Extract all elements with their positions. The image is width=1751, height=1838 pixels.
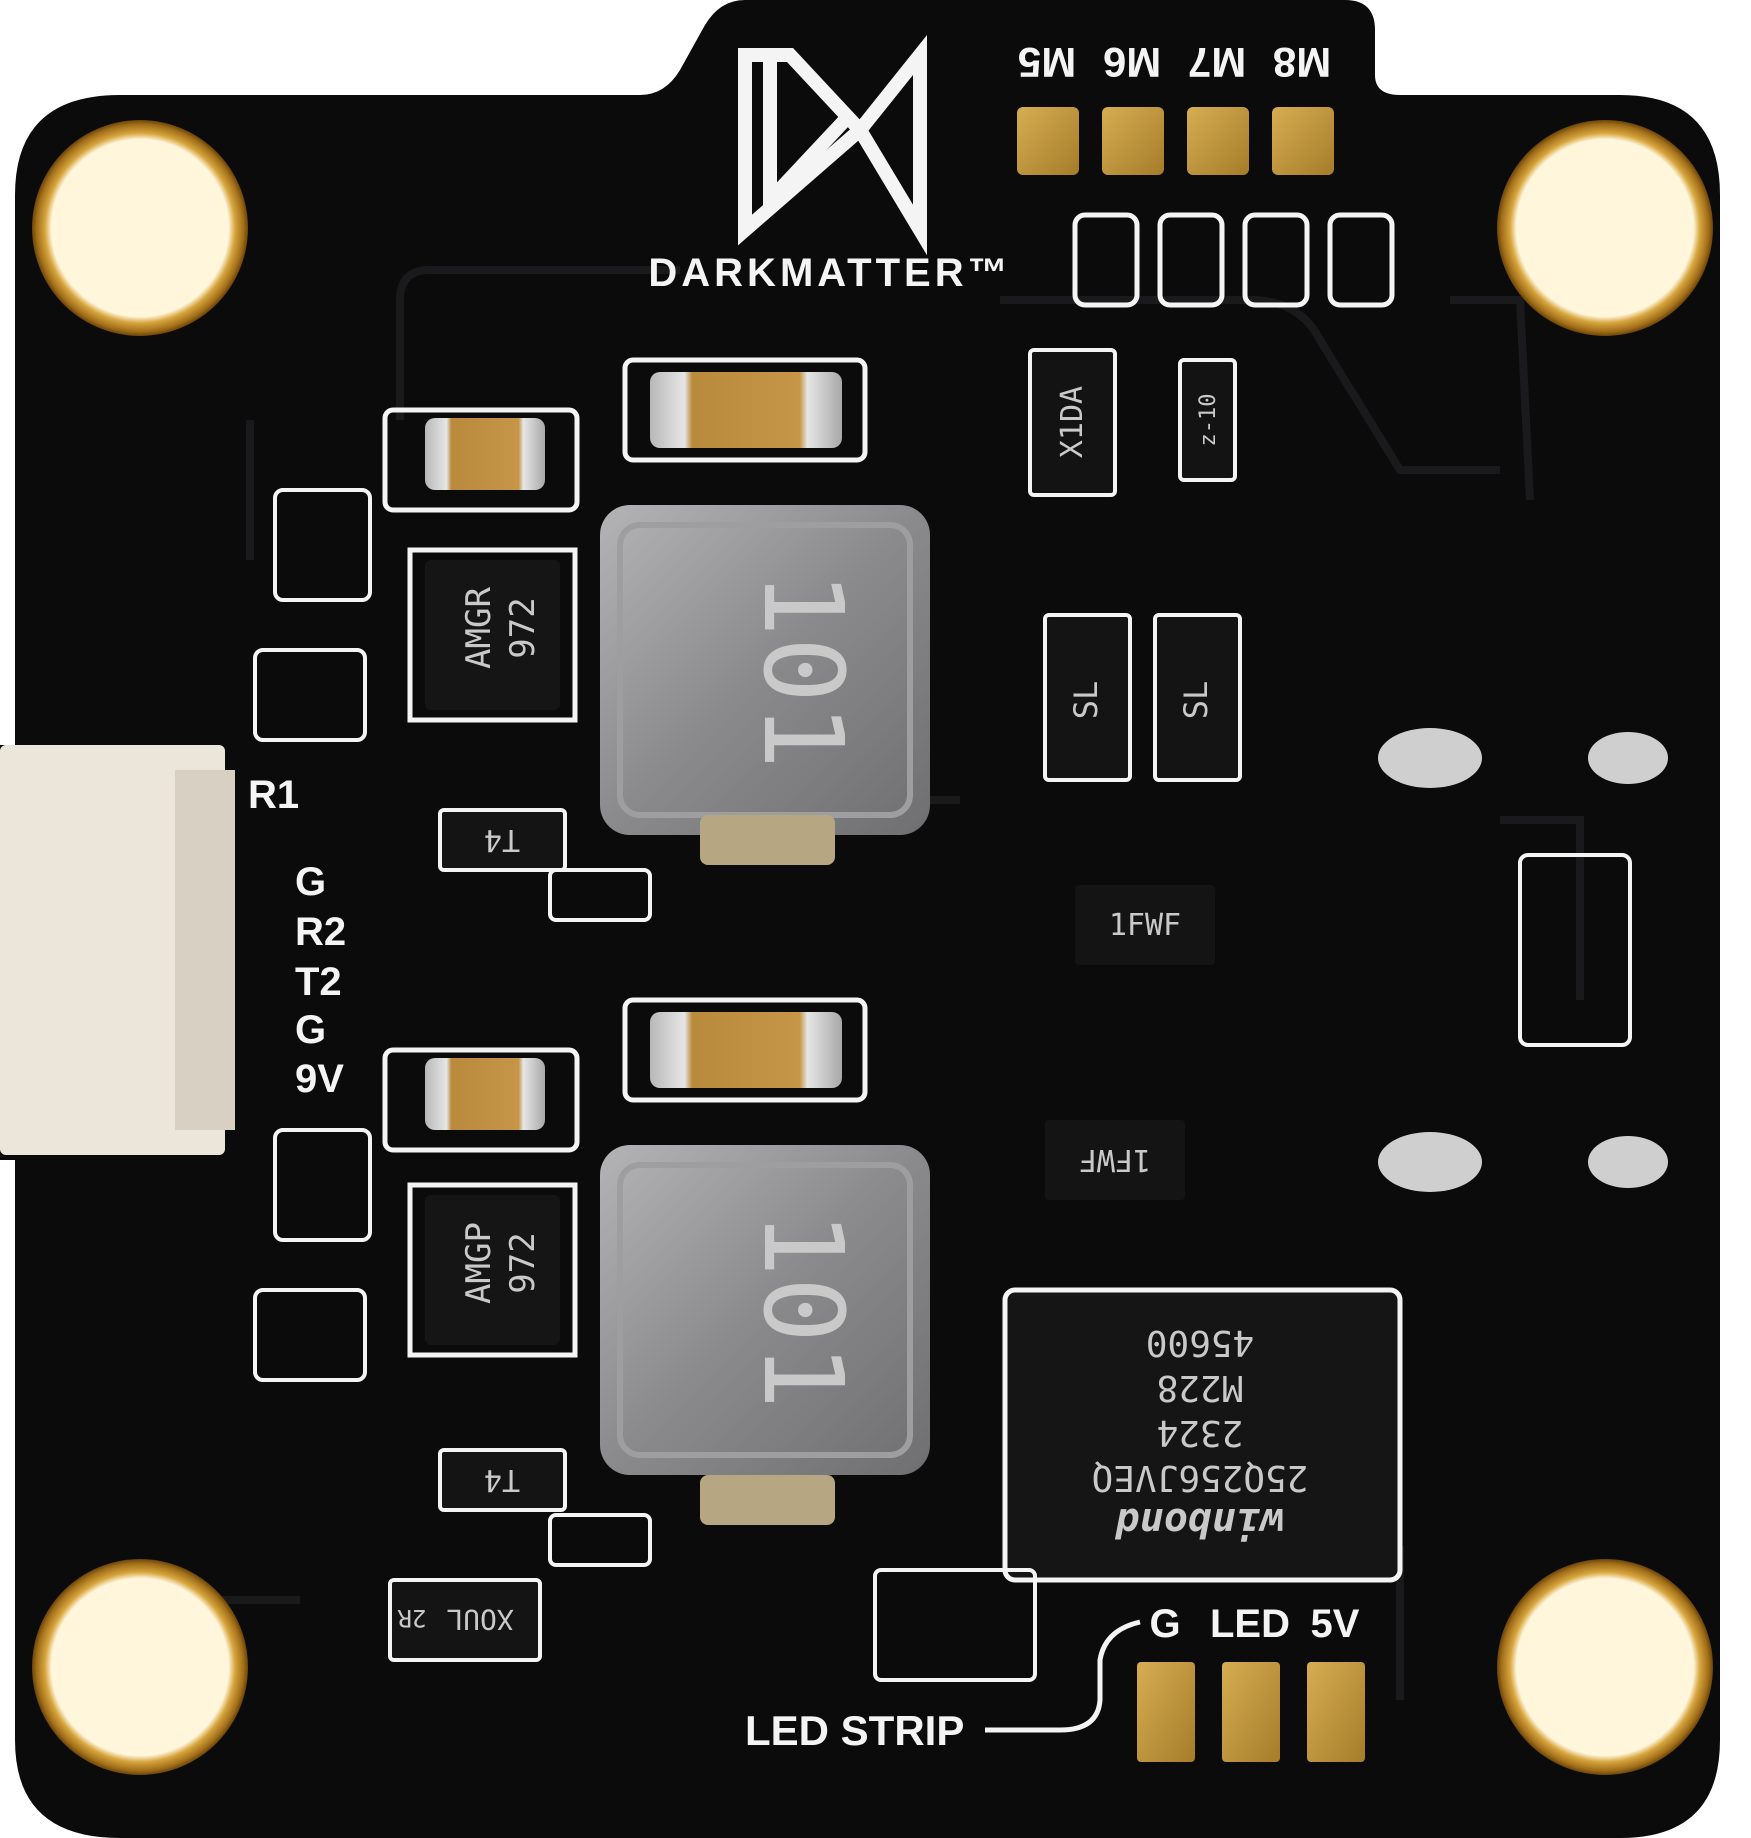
diode-right-marking: SL: [1177, 681, 1215, 720]
motor-pad-m8[interactable]: [1272, 107, 1334, 175]
jst-connector[interactable]: [0, 745, 235, 1155]
diode-left-marking: SL: [1067, 681, 1105, 720]
xoul-line2: 2R: [397, 1604, 426, 1632]
pin-label-r1: R1: [248, 773, 299, 817]
mount-hole-bottom-right: [1497, 1559, 1713, 1775]
pad-bottom-left[interactable]: [1378, 1132, 1482, 1192]
sot-top-right: X1DA z-10: [1028, 348, 1237, 497]
misc-smd-parts: [253, 488, 1632, 1682]
power-pads: [1378, 728, 1668, 1192]
mount-hole-top-right: [1497, 120, 1713, 336]
bottom-capacitors: [382, 997, 868, 1153]
pin-label-9v: 9V: [295, 1057, 344, 1101]
regulator-top-line1: AMGR: [459, 587, 499, 669]
mount-hole-top-left: [32, 120, 248, 336]
mount-hole-bottom-left: [32, 1559, 248, 1775]
regulator-bottom: AMGP 972: [407, 1182, 578, 1358]
pin-label-g2: G: [295, 1008, 326, 1052]
inductor-top: 101: [600, 505, 930, 865]
darkmatter-logo: [738, 35, 927, 256]
diodes: SL SL: [1043, 613, 1242, 782]
regulator-top: AMGR 972: [407, 547, 578, 723]
regulator-bottom-line2: 972: [503, 1232, 543, 1293]
top-capacitors: [382, 357, 868, 513]
motor-label-m8: M8: [1273, 39, 1331, 86]
fwf-chip-bottom: 1FWF: [1045, 1120, 1185, 1200]
led-strip-label: LED STRIP: [745, 1707, 964, 1754]
motor-pad-group: M8 M7 M6 M5: [1017, 39, 1334, 175]
motor-pad-m7[interactable]: [1187, 107, 1249, 175]
inductor-bottom-marking: 101: [739, 1211, 867, 1410]
motor-label-m6: M6: [1103, 39, 1161, 86]
led-pad-g[interactable]: [1137, 1662, 1195, 1762]
regulator-top-line2: 972: [503, 597, 543, 658]
motor-label-m7: M7: [1188, 39, 1246, 86]
mounting-holes: [32, 120, 1713, 1775]
pin-label-r2: R2: [295, 910, 346, 954]
transistor-top: T4: [438, 808, 567, 872]
brand-name: DARKMATTER™: [648, 251, 1011, 295]
motor-resistors: [1072, 212, 1395, 308]
fwf-bottom-marking: 1FWF: [1079, 1142, 1151, 1177]
xoul-line1: XOUL: [446, 1603, 513, 1636]
flash-line2: M228: [1157, 1367, 1244, 1408]
small-sot-marking: z-10: [1196, 394, 1221, 447]
pad-bottom-right[interactable]: [1588, 1136, 1668, 1188]
flash-brand: winbond: [1115, 1499, 1284, 1545]
motor-label-m5: M5: [1018, 39, 1076, 86]
fwf-top-marking: 1FWF: [1109, 908, 1181, 943]
regulator-bottom-line1: AMGP: [459, 1222, 499, 1304]
sot-top-right-marking: X1DA: [1055, 386, 1090, 458]
flash-line1: 45600: [1146, 1322, 1254, 1363]
fwf-chip-top: 1FWF: [1075, 885, 1215, 965]
flash-memory-chip: 45600 M228 2324 25Q256JVEQ winbond: [1002, 1287, 1403, 1583]
pad-top-left[interactable]: [1378, 728, 1482, 788]
led-strip-section: G LED 5V LED STRIP: [745, 1602, 1365, 1762]
led-pad-5v[interactable]: [1307, 1662, 1365, 1762]
transistor-bottom-marking: T4: [484, 1462, 520, 1497]
transistor-top-marking: T4: [484, 822, 520, 857]
inductor-top-marking: 101: [739, 571, 867, 770]
flash-line4: 25Q256JVEQ: [1092, 1457, 1309, 1498]
flash-line3: 2324: [1157, 1412, 1244, 1453]
motor-pad-m5[interactable]: [1017, 107, 1079, 175]
led-pad-led[interactable]: [1222, 1662, 1280, 1762]
xoul-chip: XOUL 2R: [388, 1578, 542, 1662]
led-pad-label-5v: 5V: [1311, 1602, 1360, 1646]
led-pad-label-led: LED: [1210, 1602, 1290, 1646]
transistor-bottom: T4: [438, 1448, 567, 1512]
motor-pad-m6[interactable]: [1102, 107, 1164, 175]
pad-top-right[interactable]: [1588, 732, 1668, 784]
pin-label-t2: T2: [295, 960, 342, 1004]
inductor-bottom: 101: [600, 1145, 930, 1525]
pin-label-g1: G: [295, 860, 326, 904]
led-pad-label-g: G: [1149, 1602, 1180, 1646]
connector-labels: R1 G R2 T2 G 9V: [248, 773, 346, 1101]
